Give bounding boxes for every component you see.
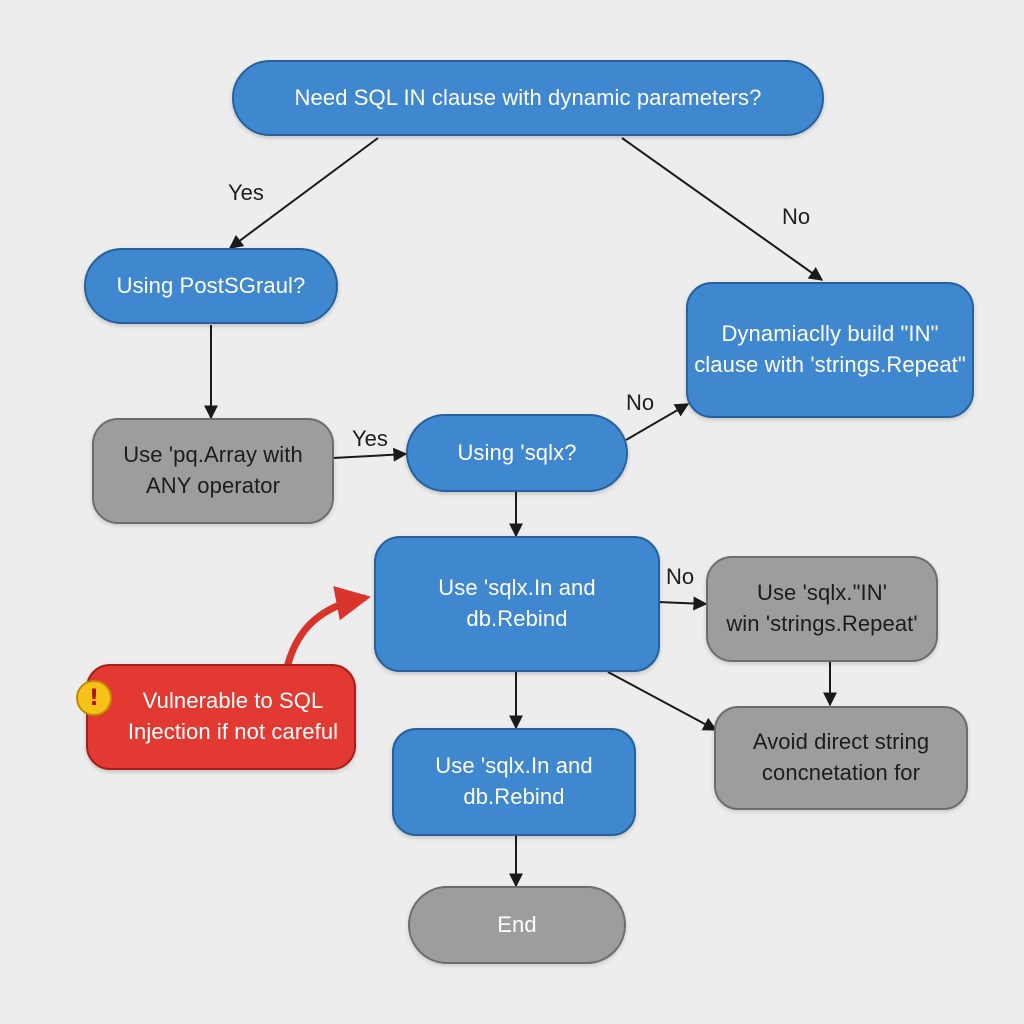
warning-curved-arrow — [284, 586, 371, 668]
end-node[interactable]: End — [408, 886, 626, 964]
use-sqlx-in-rebind-2-text-2: db.Rebind — [463, 784, 565, 809]
dynamic-build-text-2: clause with 'strings.Repeat" — [694, 352, 966, 377]
avoid-concat-text-2: concnetation for — [761, 760, 921, 785]
avoid-concat-text-1: Avoid direct string — [752, 729, 930, 755]
edge-label-start-no: No — [782, 204, 811, 229]
arrow-rebind-to-repeat — [657, 596, 708, 611]
arrow-start-to-postgres — [228, 137, 379, 249]
sql-injection-warning-text-1: Vulnerable to SQL — [142, 688, 324, 714]
start-question-node[interactable]: Need SQL IN clause with dynamic paramete… — [232, 60, 824, 136]
use-pq-array-node[interactable]: Use 'pq.Array with ANY operator — [92, 418, 334, 524]
dynamic-build-node[interactable]: Dynamiaclly build "IN" clause with 'stri… — [686, 282, 974, 418]
use-sqlx-in-rebind-node[interactable]: Use 'sqlx.In and db.Rebind — [374, 536, 660, 672]
use-sqlx-in-repeat-text-1: Use 'sqlx."IN' — [756, 580, 888, 606]
arrow-sqlx-to-dynamic-build — [625, 403, 690, 441]
arrow-rebind-to-avoid — [607, 671, 718, 731]
use-sqlx-in-rebind-text-2: db.Rebind — [466, 606, 568, 631]
use-sqlx-in-rebind-2-node[interactable]: Use 'sqlx.In and db.Rebind — [392, 728, 636, 836]
arrow-pq-array-to-sqlx — [332, 447, 408, 462]
arrow-start-to-dynamic-build — [621, 137, 824, 281]
using-sqlx-node[interactable]: Using 'sqlx? — [406, 414, 628, 492]
edge-label-sqlx-no: No — [626, 390, 655, 415]
use-pq-array-text-2: ANY operator — [145, 473, 281, 498]
using-sqlx-text: Using 'sqlx? — [457, 439, 577, 465]
warning-icon: ! — [76, 680, 112, 716]
edge-label-start-yes: Yes — [228, 180, 264, 205]
using-postgres-text: Using PostSGraul? — [116, 272, 306, 298]
use-sqlx-in-repeat-text-2: win 'strings.Repeat' — [726, 611, 918, 636]
use-sqlx-in-rebind-2-text-1: Use 'sqlx.In and — [435, 753, 593, 779]
use-sqlx-in-rebind-text-1: Use 'sqlx.In and — [438, 575, 596, 601]
sql-injection-warning-node[interactable]: Vulnerable to SQL Injection if not caref… — [86, 664, 356, 770]
edge-label-pq-yes: Yes — [352, 426, 388, 451]
avoid-concat-node[interactable]: Avoid direct string concnetation for — [714, 706, 968, 810]
start-question-text: Need SQL IN clause with dynamic paramete… — [294, 84, 762, 110]
dynamic-build-text-1: Dynamiaclly build "IN" — [721, 321, 939, 347]
use-pq-array-text-1: Use 'pq.Array with — [123, 442, 303, 468]
end-text: End — [497, 911, 537, 937]
using-postgres-node[interactable]: Using PostSGraul? — [84, 248, 338, 324]
sql-injection-warning-text-2: Injection if not careful — [127, 719, 339, 744]
use-sqlx-in-repeat-node[interactable]: Use 'sqlx."IN' win 'strings.Repeat' — [706, 556, 938, 662]
edge-label-rebind-no: No — [666, 564, 695, 589]
